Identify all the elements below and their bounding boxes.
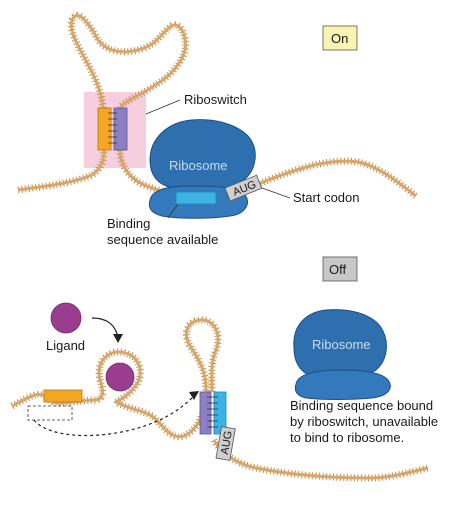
- binding-sequence-on: [175, 191, 217, 205]
- binding-leader: [167, 203, 179, 219]
- rna-strand-off: [11, 318, 429, 480]
- binding-label-line2: sequence available: [107, 232, 218, 247]
- aug-box-off: AUG: [215, 426, 236, 461]
- orange-segment-off: [43, 389, 83, 403]
- ribosome-large-subunit-on: [149, 119, 256, 191]
- off-panel: Off Ligand AU: [10, 256, 438, 482]
- ligand-label: Ligand: [46, 338, 85, 353]
- state-box-off: [322, 256, 358, 282]
- on-panel: Ribosome AUG Riboswitch Start codon Bind…: [17, 12, 419, 247]
- orange-segment-on: [97, 107, 112, 151]
- riboswitch-label: Riboswitch: [184, 92, 247, 107]
- ribosome-small-subunit-off: [294, 369, 391, 400]
- orange-segment-ghost: [27, 405, 73, 421]
- bound-label-line3: to bind to ribosome.: [290, 430, 404, 445]
- dashed-arrowhead: [189, 391, 199, 400]
- start-codon-leader: [261, 187, 291, 199]
- ligand-free: [50, 302, 82, 334]
- rna-hairpin-on: [69, 14, 187, 109]
- state-label-off: Off: [329, 262, 346, 277]
- ligand-bound: [105, 362, 135, 392]
- bound-label-line1: Binding sequence bound: [290, 398, 433, 413]
- base-pairs-on: [108, 112, 117, 144]
- purple-segment-on: [113, 107, 128, 151]
- state-label-on: On: [331, 31, 348, 46]
- ribosome-label-on: Ribosome: [169, 158, 228, 173]
- binding-label-line1: Binding: [107, 216, 150, 231]
- dashed-arrow: [33, 395, 195, 437]
- base-pairs-off: [207, 396, 218, 428]
- riboswitch-leader: [145, 99, 181, 115]
- ligand-arrowhead: [113, 334, 123, 343]
- start-codon-label: Start codon: [293, 190, 360, 205]
- ribosome-label-off: Ribosome: [312, 337, 371, 352]
- aug-label-off: AUG: [219, 430, 235, 456]
- state-box-on: [322, 25, 358, 51]
- purple-segment-off: [199, 391, 212, 435]
- bound-label-line2: by riboswitch, unavailable: [290, 414, 438, 429]
